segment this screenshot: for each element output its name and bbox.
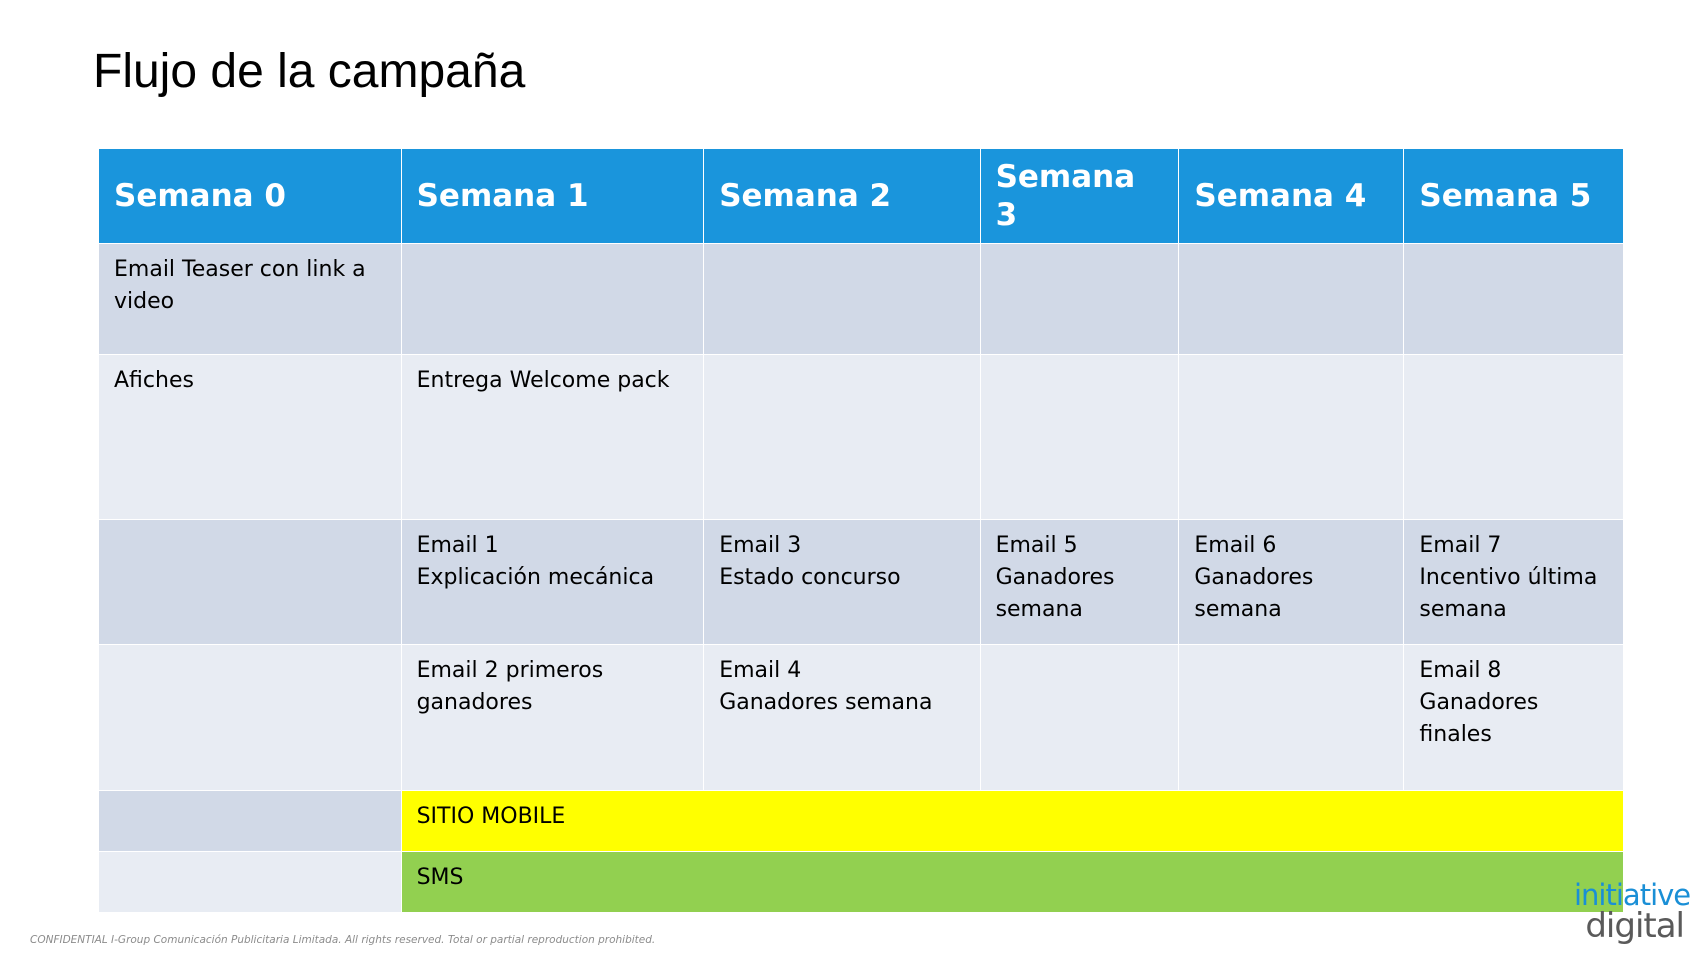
table-row: Afiches Entrega Welcome pack [98,354,1624,520]
sms-band: SMS [400,851,1625,913]
logo-line-initiative: initiative [1574,878,1691,912]
header-week-4: Semana 4 [1178,148,1405,244]
table-cell: Email 2 primeros ganadores [400,644,705,791]
table-cell [98,644,402,791]
table-cell [400,243,705,355]
table-row: Email 1 Explicación mecánica Email 3 Est… [98,519,1624,645]
table-cell: Email 5 Ganadores semana [979,519,1180,645]
table-cell [979,243,1180,355]
slide-title: Flujo de la campaña [93,45,526,98]
table-cell: Email Teaser con link a video [98,243,402,355]
table-cell: Email 7 Incentivo última semana [1403,519,1624,645]
mobile-site-row: SITIO MOBILE [98,790,1625,852]
table-cell [979,354,1180,520]
table-cell: Email 8 Ganadores finales [1403,644,1624,791]
table-cell [703,354,981,520]
mobile-site-band: SITIO MOBILE [400,790,1625,852]
sms-row: SMS [98,851,1625,913]
table-cell [1403,243,1624,355]
table-cell: Email 6 Ganadores semana [1178,519,1405,645]
table-cell [98,519,402,645]
campaign-flow-table: Semana 0 Semana 1 Semana 2 Semana 3 Sema… [98,148,1625,913]
header-week-0: Semana 0 [98,148,402,244]
initiative-digital-logo: initiative digital [1574,878,1691,946]
table-cell [1178,243,1405,355]
logo-line-digital: digital [1585,906,1685,946]
table-cell [979,644,1180,791]
table-cell: Email 1 Explicación mecánica [400,519,705,645]
header-week-1: Semana 1 [400,148,705,244]
table-row: Email 2 primeros ganadores Email 4 Ganad… [98,644,1624,791]
table-cell: Email 3 Estado concurso [703,519,981,645]
table-cell: Email 4 Ganadores semana [703,644,981,791]
table-header-row: Semana 0 Semana 1 Semana 2 Semana 3 Sema… [98,148,1624,244]
table-cell: Entrega Welcome pack [400,354,705,520]
table-cell [1403,354,1624,520]
header-week-5: Semana 5 [1403,148,1624,244]
table-cell [98,790,402,852]
table-cell [1178,644,1405,791]
table-cell [98,851,402,913]
header-week-2: Semana 2 [703,148,981,244]
table-cell [1178,354,1405,520]
table-row: Email Teaser con link a video [98,243,1624,355]
table-cell: Afiches [98,354,402,520]
confidential-footer: CONFIDENTIAL I-Group Comunicación Public… [30,934,656,946]
table-cell [703,243,981,355]
header-week-3: Semana 3 [979,148,1180,244]
